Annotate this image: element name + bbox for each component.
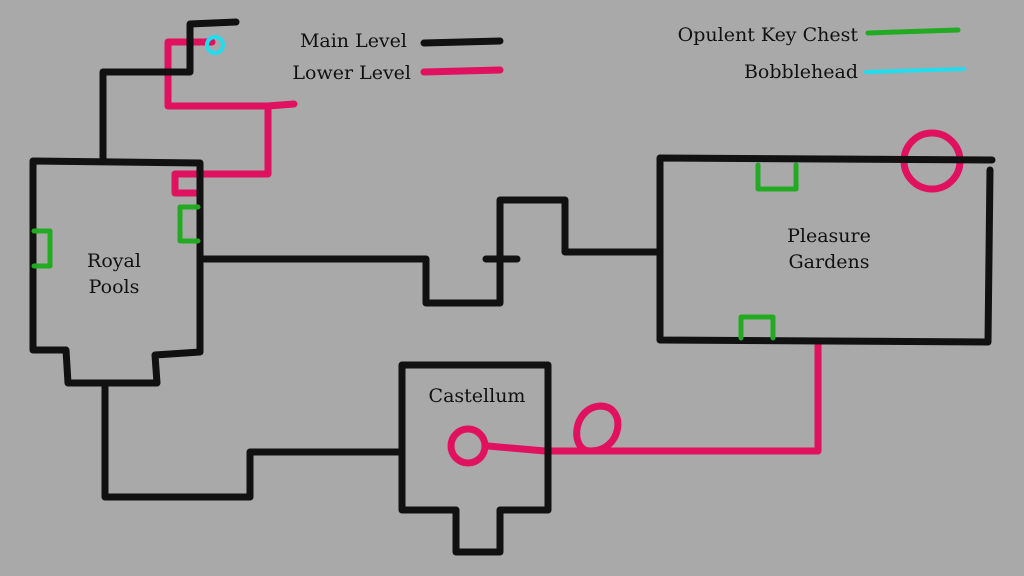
chest-icon [31, 228, 53, 269]
chest-icon [177, 204, 201, 244]
legend-bobblehead-label: Bobblehead [744, 61, 858, 83]
legend-main-level-swatch [420, 37, 504, 47]
legend-chest-swatch [865, 27, 961, 36]
legend-main-level-label: Main Level [300, 30, 407, 52]
room-pleasure-gardens [656, 154, 996, 346]
room-castellum [398, 361, 552, 556]
main-path-pools-to-castellum [101, 379, 406, 501]
room-label-castellum: Castellum [429, 385, 526, 407]
room-label-pleasure-gardens-line2: Gardens [789, 251, 870, 273]
room-label-royal-pools-line1: Royal [87, 250, 141, 272]
lower-path-top-spur [264, 100, 298, 110]
bobblehead-icon [205, 35, 225, 55]
legend-lower-level-swatch [420, 66, 504, 76]
chest-icon [738, 314, 776, 341]
lower-path-top-left [164, 38, 272, 197]
main-path-pools-to-gardens [196, 196, 664, 307]
legend-chest-label: Opulent Key Chest [678, 24, 859, 46]
main-path-top [99, 18, 240, 165]
chest-icon [755, 162, 799, 192]
lower-loop-castellum [447, 425, 489, 467]
room-label-royal-pools-line2: Pools [89, 276, 140, 298]
room-royal-pools [29, 157, 204, 387]
main-level-paths [29, 18, 996, 556]
room-label-pleasure-gardens-line1: Pleasure [787, 225, 871, 247]
chest-markers [31, 27, 961, 341]
legend-bobblehead-swatch [864, 67, 966, 74]
lower-path-gardens-to-castellum [484, 341, 822, 455]
legend-lower-level-label: Lower Level [292, 62, 411, 84]
legend-lower-level-group [420, 66, 504, 76]
bobblehead-markers [205, 35, 966, 74]
